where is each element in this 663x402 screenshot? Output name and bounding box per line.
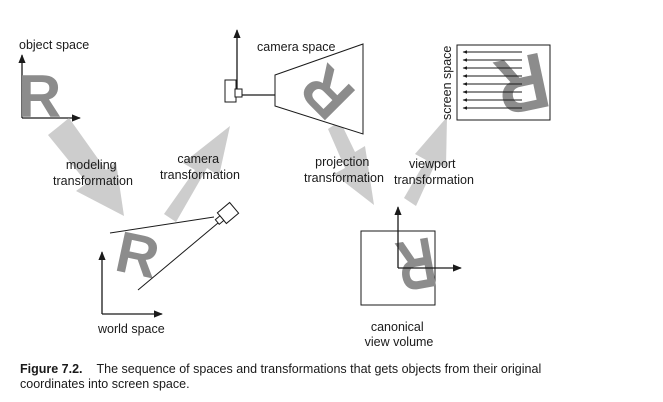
camera-lens-icon <box>234 88 243 98</box>
world-r-glyph: R <box>110 219 164 291</box>
screen-space-label: screen space <box>440 46 454 120</box>
viewport-label-line1: viewport <box>409 157 456 171</box>
screen-space-panel: R screen space <box>440 35 557 133</box>
camera-arrow <box>164 126 230 222</box>
object-r-glyph: R <box>18 63 61 130</box>
screen-frame <box>456 44 551 121</box>
projection-arrow <box>328 121 374 205</box>
projection-label-line1: projection <box>315 155 369 169</box>
modeling-label-line2: transformation <box>53 174 133 188</box>
viewport-transformation-label: viewport transformation <box>394 157 474 187</box>
camera-label-line1: camera <box>177 152 219 166</box>
caption-text: The sequence of spaces and transformatio… <box>20 362 542 391</box>
view-frustum-edge-top <box>109 216 215 234</box>
transformation-labels: modeling transformation camera transform… <box>53 152 474 188</box>
viewport-arrow <box>404 117 447 206</box>
camera-frustum <box>274 43 364 135</box>
camera-space-panel: R camera space <box>224 29 368 135</box>
view-frustum-edge-bottom <box>137 222 219 291</box>
world-space-label: world space <box>97 322 165 336</box>
figure-number: Figure 7.2. <box>20 362 83 376</box>
modeling-transformation-label: modeling transformation <box>53 158 133 188</box>
scanline-arrows <box>462 50 522 110</box>
viewport-label-line2: transformation <box>394 173 474 187</box>
object-space-label: object space <box>19 38 89 52</box>
camera-label-line2: transformation <box>160 168 240 182</box>
modeling-arrow <box>48 118 124 216</box>
camera-transformation-label: camera transformation <box>160 152 240 182</box>
canonical-label-line2: view volume <box>365 335 434 349</box>
canonical-label-line1: canonical <box>371 320 424 334</box>
projection-transformation-label: projection transformation <box>304 155 384 185</box>
transformation-arrows <box>48 117 447 222</box>
object-space-panel: R object space <box>18 38 89 130</box>
camera-body-icon <box>224 79 237 103</box>
world-camera-icon <box>214 201 240 226</box>
world-space-panel: R world space <box>97 201 240 336</box>
projection-label-line2: transformation <box>304 171 384 185</box>
canonical-view-volume-panel: R canonical view volume <box>360 206 462 349</box>
transformation-pipeline-diagram: R object space modeling transformation c… <box>18 29 557 349</box>
canonical-view-volume-label: canonical view volume <box>365 320 434 349</box>
camera-space-label: camera space <box>257 40 336 54</box>
figure-caption: Figure 7.2.The sequence of spaces and tr… <box>20 362 560 392</box>
modeling-label-line1: modeling <box>66 158 117 172</box>
